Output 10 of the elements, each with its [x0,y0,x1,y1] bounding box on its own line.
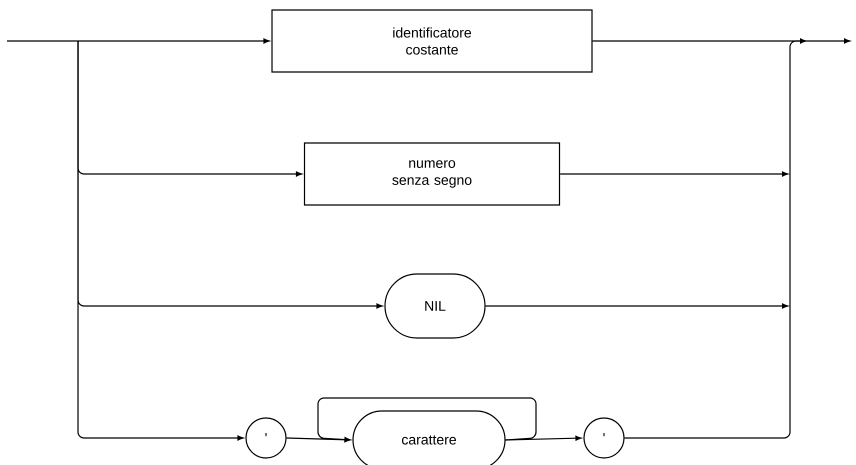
arrow [7,38,270,44]
arrow [506,436,582,441]
arrow [592,38,850,44]
process-box: numero senza segno [304,142,560,206]
process-box: identificatore costante [271,9,593,73]
arrow [486,303,788,309]
arrow [317,397,537,442]
arrow [560,171,788,177]
arrow [77,41,244,441]
arrow [624,38,806,439]
